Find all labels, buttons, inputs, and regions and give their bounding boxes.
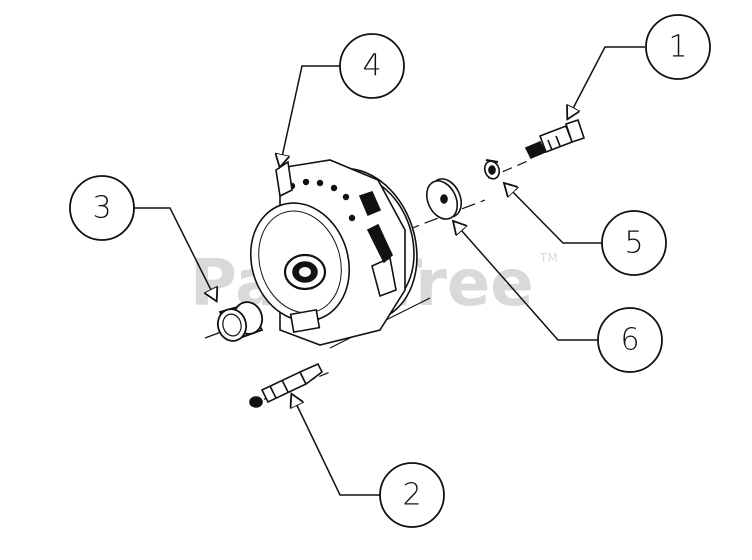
callout-3: 3: [69, 175, 135, 241]
watermark-tm: TM: [539, 251, 558, 265]
callout-3-label: 3: [92, 191, 111, 226]
washer-part: [483, 159, 501, 180]
leader-2: [292, 395, 380, 496]
callouts: 1 2 3 4 5 6: [69, 14, 711, 528]
leader-5: [505, 184, 603, 244]
leader-4: [280, 65, 340, 166]
bolt-part: [524, 118, 586, 160]
callout-2-label: 2: [402, 478, 421, 513]
callout-1: 1: [645, 14, 711, 80]
leader-1: [568, 46, 645, 118]
callout-4-label: 4: [362, 49, 381, 84]
key-part: [249, 362, 324, 408]
flat-washer-part: [425, 178, 463, 220]
bushing-part: [216, 301, 264, 342]
callout-6-label: 6: [620, 323, 639, 358]
leader-6: [454, 222, 598, 341]
callout-6: 6: [597, 307, 663, 373]
callout-5: 5: [601, 210, 667, 276]
callout-4: 4: [339, 33, 405, 99]
leader-3: [133, 207, 216, 300]
callout-5-label: 5: [624, 226, 643, 261]
leader-lines: [133, 46, 645, 496]
clutch-assembly: [249, 159, 418, 346]
callout-2: 2: [379, 462, 445, 528]
callout-1-label: 1: [668, 30, 687, 65]
